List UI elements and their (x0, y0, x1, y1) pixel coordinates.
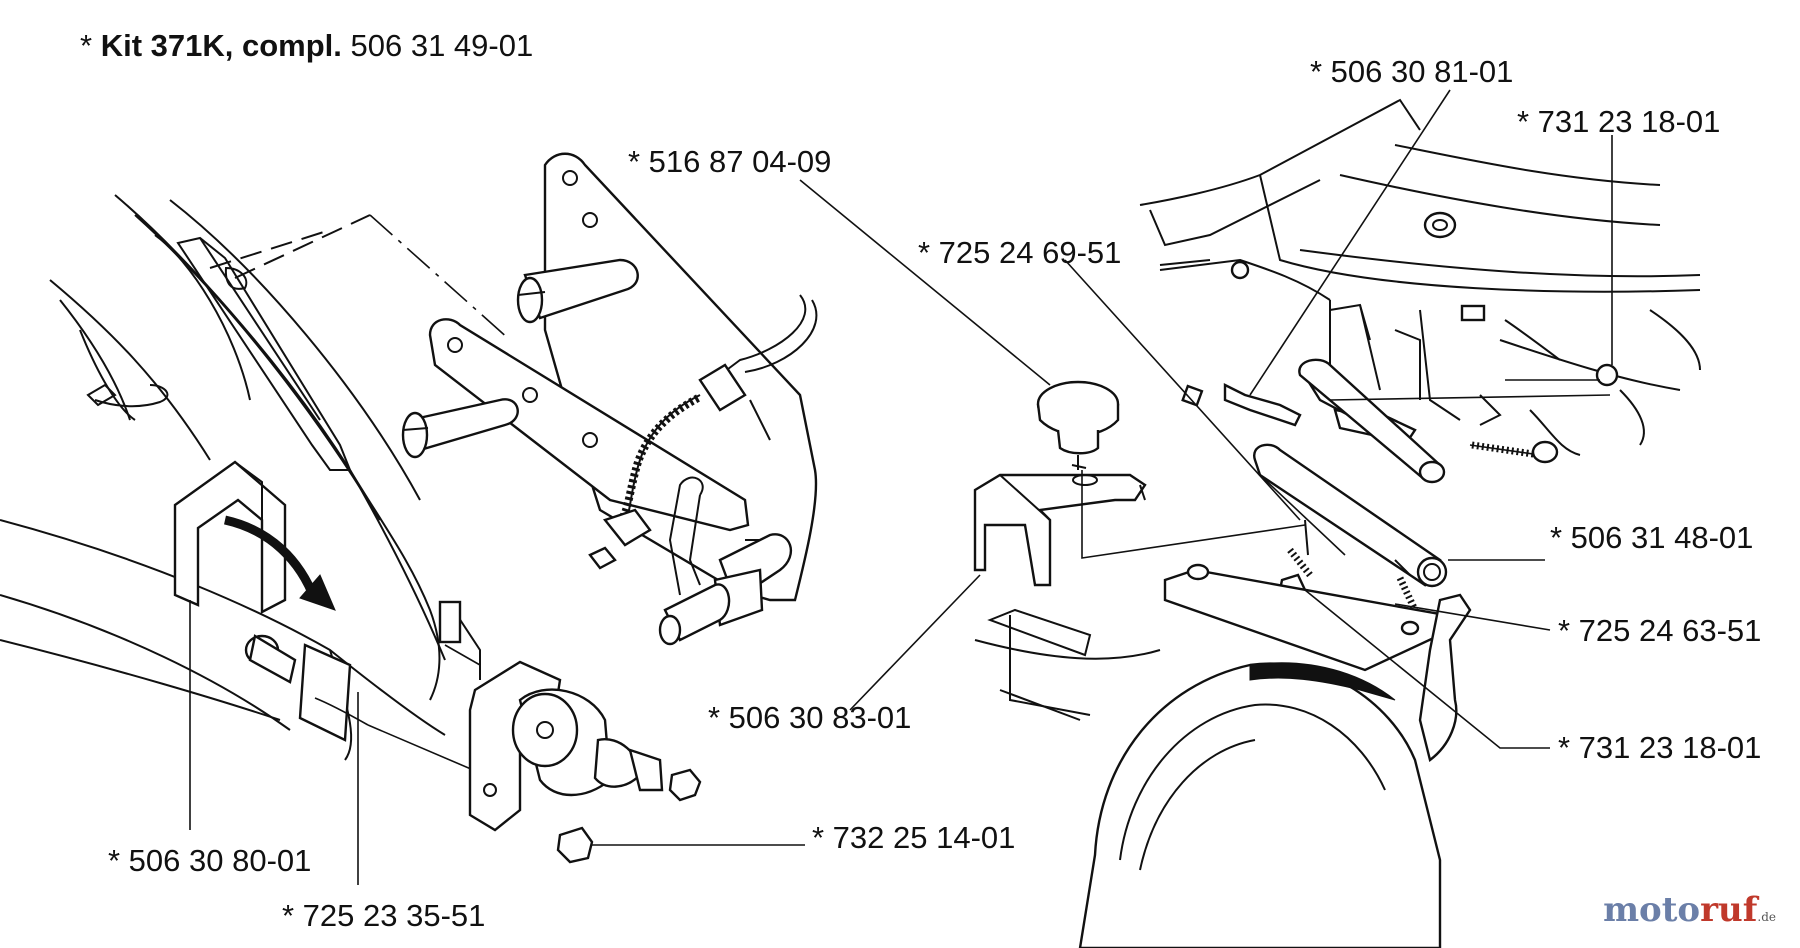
cross-plate (401, 258, 750, 532)
left-body-outline (0, 194, 446, 761)
leader-lines (189, 89, 1613, 885)
part-label-506-30-80-01: * 506 30 80-01 (108, 843, 312, 878)
part-label-516-87-04-09: * 516 87 04-09 (628, 144, 832, 179)
kit-title: * Kit 371K, compl. 506 31 49-01 (80, 28, 533, 64)
watermark-suffix: .de (1757, 910, 1776, 924)
part-label-725-23-35-51: * 725 23 35-51 (282, 898, 486, 933)
part-label-506-30-83-01: * 506 30 83-01 (708, 700, 912, 735)
part-label-506-30-81-01: * 506 30 81-01 (1310, 54, 1514, 89)
part-label-731-23-18-01-top: * 731 23 18-01 (1517, 104, 1721, 139)
curved-arrow (223, 515, 336, 611)
watermark-part2: ruf (1700, 890, 1758, 930)
right-mount-plate (1163, 563, 1472, 763)
kit-title-prefix: * (80, 28, 101, 63)
guide-lines (209, 214, 511, 341)
right-body (1139, 98, 1701, 456)
hub-bracket (468, 660, 664, 832)
part-label-506-31-48-01: * 506 31 48-01 (1550, 520, 1754, 555)
throttle-cable (588, 294, 818, 570)
watermark-part1: moto (1603, 890, 1701, 930)
part-label-725-24-69-51: * 725 24 69-51 (918, 235, 1122, 270)
left-strip (176, 236, 352, 471)
nuts-left (556, 768, 702, 864)
right-hardware (1181, 358, 1645, 484)
rod-bushing (658, 533, 792, 646)
front-wheel (974, 608, 1442, 948)
kit-title-number: 506 31 49-01 (341, 28, 534, 63)
part-label-732-25-14-01: * 732 25 14-01 (812, 820, 1016, 855)
bracket-506-30-83 (973, 473, 1147, 587)
watermark-logo: motoruf.de (1603, 890, 1776, 930)
main-plate (543, 152, 818, 602)
hairpin-clip (668, 476, 704, 596)
knob (1036, 380, 1120, 470)
tube-506-31-48 (1253, 443, 1448, 588)
part-label-725-24-63-51: * 725 24 63-51 (1558, 613, 1762, 648)
part-label-731-23-18-01-bottom: * 731 23 18-01 (1558, 730, 1762, 765)
left-bolt-plate (244, 600, 481, 742)
kit-title-name: Kit 371K, compl. (100, 28, 342, 63)
